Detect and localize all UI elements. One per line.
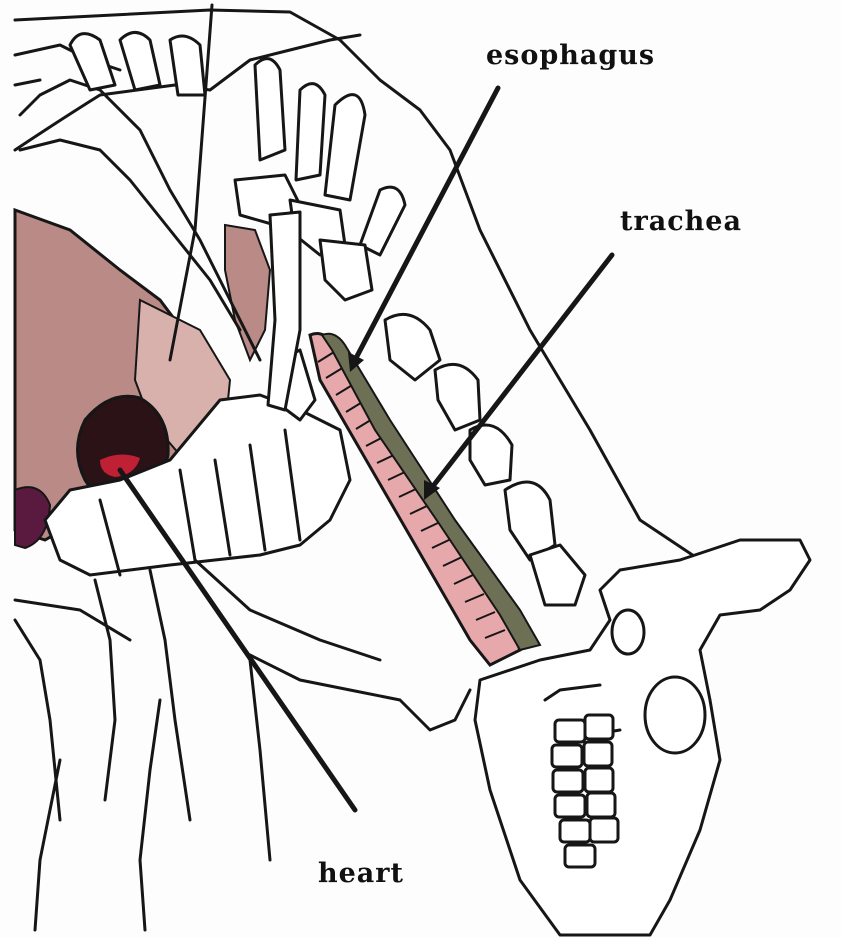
esophagus-label: esophagus xyxy=(486,40,655,71)
spinous-processes xyxy=(70,33,405,256)
trachea-label: trachea xyxy=(620,206,742,237)
neck-outline xyxy=(250,655,470,730)
heart-label: heart xyxy=(318,858,404,889)
skull xyxy=(475,540,810,935)
